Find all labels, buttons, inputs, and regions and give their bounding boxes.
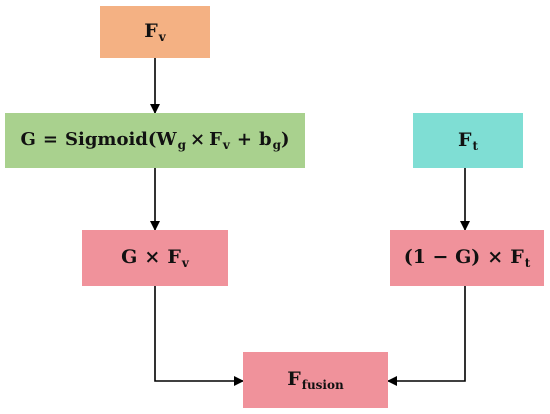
fv-label: Fv (144, 20, 166, 44)
one-minus-g-times-ft-node: (1 − G)×Ft (390, 230, 544, 286)
gate-node: G=Sigmoid(Wg×Fv+bg) (5, 113, 305, 168)
g-times-fv-node: G×Fv (82, 230, 228, 286)
arrow-gfv-to-fusion (154, 286, 244, 386)
fusion-label: Ffusion (287, 368, 344, 392)
ft-node: Ft (413, 113, 523, 168)
ft-label: Ft (457, 128, 479, 153)
one-minus-g-times-ft-label: (1 − G)×Ft (403, 246, 531, 270)
gate-formula: G=Sigmoid(Wg×Fv+bg) (20, 129, 290, 152)
g-times-fv-label: G×Fv (121, 246, 189, 270)
fv-node: Fv (100, 6, 210, 58)
fusion-node: Ffusion (243, 352, 388, 408)
arrow-onemg-to-fusion (387, 286, 466, 386)
